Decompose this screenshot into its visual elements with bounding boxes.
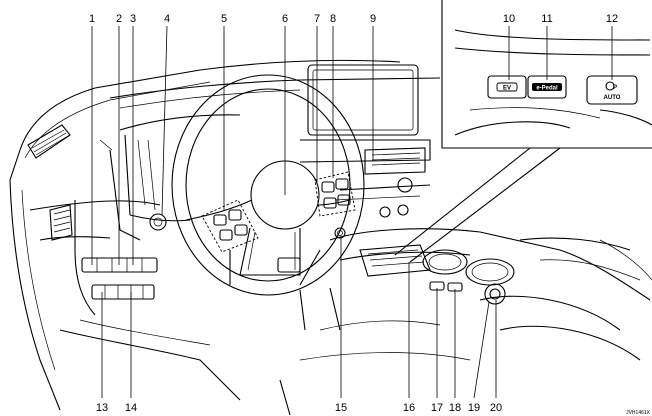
callout-numbers: 1 2 3 4 5 6 7 8 9 10 11 12 13 14 15 16 1… (89, 13, 618, 414)
callout-15: 15 (335, 402, 347, 414)
auto-hold-symbol: P (613, 85, 617, 91)
auto-hold-button-label: AUTO (604, 95, 621, 101)
inset-panel (394, 0, 652, 263)
figure-code: JVH1461X (626, 410, 651, 416)
steering-wheel (171, 74, 365, 331)
callout-11: 11 (541, 13, 552, 25)
e-pedal-button-label: e-Pedal (536, 86, 558, 92)
callout-3: 3 (130, 13, 136, 25)
center-stack (299, 64, 652, 361)
dashboard-body (9, 59, 441, 416)
leader-lines (91, 25, 613, 399)
callout-10: 10 (503, 13, 515, 25)
right-spoke-switches (314, 171, 356, 217)
callout-5: 5 (221, 13, 227, 25)
callout-16: 16 (403, 402, 415, 414)
callout-1: 1 (89, 13, 95, 25)
callout-17: 17 (431, 402, 443, 414)
ev-button-label: EV (503, 86, 511, 92)
callout-9: 9 (370, 13, 376, 25)
callout-19: 19 (468, 402, 480, 414)
callout-13: 13 (96, 402, 108, 414)
callout-20: 20 (490, 402, 502, 414)
callout-2: 2 (116, 13, 122, 25)
ev-button: EV (487, 75, 527, 99)
callout-14: 14 (125, 402, 137, 414)
left-spoke-switches (201, 199, 259, 253)
callout-6: 6 (282, 13, 288, 25)
callout-4: 4 (164, 13, 170, 25)
callout-7: 7 (314, 13, 320, 25)
callout-12: 12 (606, 13, 618, 25)
callout-18: 18 (449, 402, 461, 414)
callout-8: 8 (330, 13, 336, 25)
